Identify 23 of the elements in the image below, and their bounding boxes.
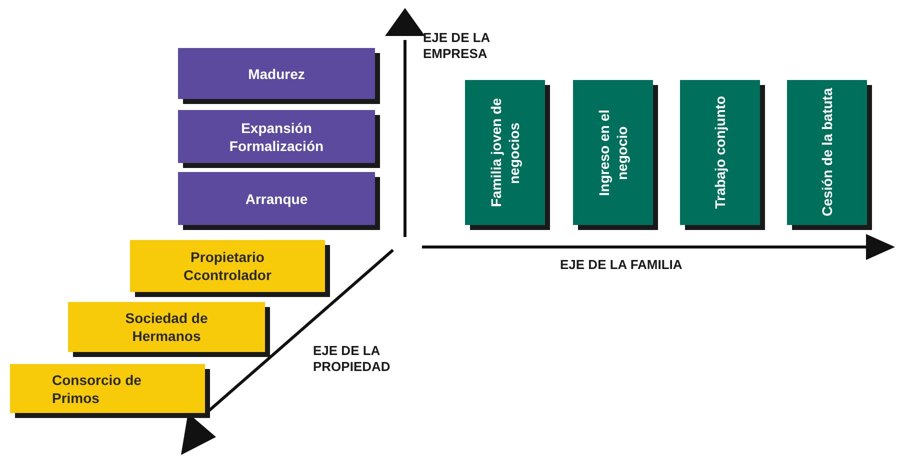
box-label: Propietario Ccontrolador (182, 248, 272, 284)
axis-label: EJE DE LA PROPIEDAD (313, 343, 392, 375)
box-label: Arranque (245, 190, 308, 208)
process-box (10, 364, 205, 413)
box-label: Sociedad de Hermanos (124, 309, 209, 345)
axis-label: EJE DE LA FAMILIA (560, 257, 682, 273)
process-box (68, 302, 265, 352)
process-box (787, 80, 867, 225)
box-label: Ingreso en el negocio (595, 108, 631, 198)
box-label: Expansión Formalización (228, 118, 325, 154)
process-box (178, 110, 375, 163)
box-label: Familia joven de negocios (487, 97, 523, 209)
box-label: Trabajo conjunto (711, 96, 729, 209)
process-box (178, 48, 375, 99)
process-box (680, 80, 760, 225)
process-box (178, 172, 375, 225)
box-label: Madurez (248, 64, 305, 82)
process-box (130, 240, 325, 292)
process-box (465, 80, 545, 225)
process-box (573, 80, 653, 225)
box-label: Cesión de la batuta (818, 88, 836, 217)
box-label: Consorcio de Primos (52, 370, 142, 406)
axis-label: EJE DE LA EMPRESA (423, 30, 491, 62)
